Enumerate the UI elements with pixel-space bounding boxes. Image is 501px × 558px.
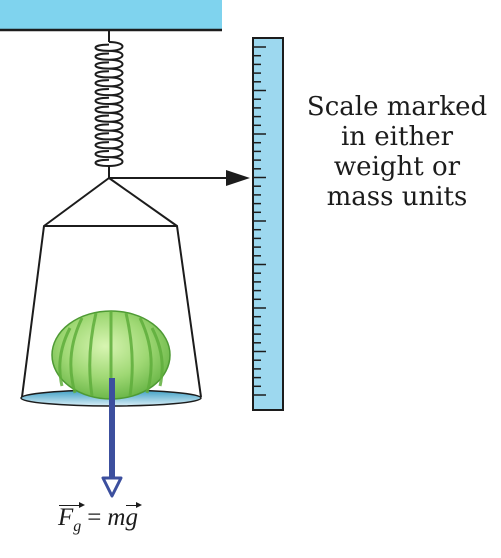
force-vector-symbol: Fg bbox=[58, 502, 86, 535]
scale-ticks bbox=[253, 46, 266, 396]
mass-symbol: m bbox=[107, 504, 126, 531]
pointer-arrow-icon bbox=[109, 170, 250, 186]
scale-label-line-2: in either bbox=[340, 122, 454, 152]
pan-frame bbox=[21, 177, 202, 398]
force-arrow-icon bbox=[101, 378, 123, 498]
scale-description: Scale marked in either weight or mass un… bbox=[290, 92, 501, 212]
ceiling bbox=[0, 0, 222, 30]
spring-icon bbox=[94, 30, 124, 178]
scale-ruler bbox=[252, 37, 284, 411]
equals-sign: = bbox=[87, 504, 102, 531]
weight-formula: Fg=mg bbox=[58, 502, 142, 536]
gravity-vector-symbol: g bbox=[125, 502, 142, 531]
scale-label-line-3: weight or bbox=[333, 152, 461, 182]
scale-label-line-1: Scale marked bbox=[306, 92, 488, 122]
scale-label-line-4: mass units bbox=[326, 182, 468, 212]
cabbage-icon bbox=[51, 310, 171, 400]
